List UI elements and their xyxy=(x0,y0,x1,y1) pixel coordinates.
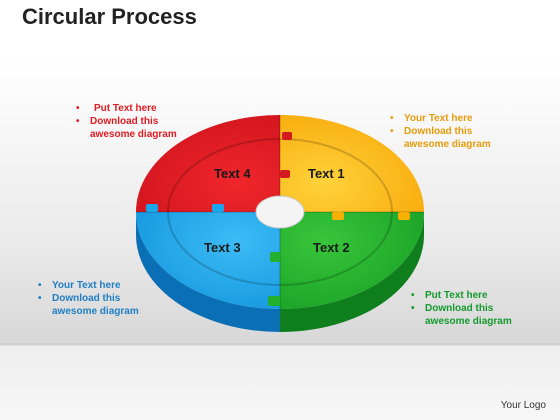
note-red: Put Text here Download this awesome diag… xyxy=(74,102,200,141)
segment-blue xyxy=(136,212,280,309)
note-orange: Your Text here Download this awesome dia… xyxy=(388,112,514,151)
puzzle-knob-bottom-1 xyxy=(270,252,280,262)
center-hole xyxy=(255,195,305,229)
segment-label-2: Text 2 xyxy=(313,240,350,255)
inner-ring xyxy=(167,138,393,286)
note-blue-item-2: Download this awesome diagram xyxy=(36,292,162,318)
note-blue: Your Text here Download this awesome dia… xyxy=(36,279,162,318)
segment-label-4: Text 4 xyxy=(214,166,251,181)
note-blue-item-1: Your Text here xyxy=(36,279,162,292)
logo-placeholder: Your Logo xyxy=(500,400,546,411)
note-green-item-2: Download this awesome diagram xyxy=(409,302,535,328)
slide-title: Circular Process xyxy=(22,4,197,29)
puzzle-knob-bottom-2 xyxy=(268,296,280,306)
segment-label-1: Text 1 xyxy=(308,166,345,181)
puzzle-knob-left-1 xyxy=(146,204,158,212)
puzzle-knob-top xyxy=(282,132,292,140)
note-green: Put Text here Download this awesome diag… xyxy=(409,289,535,328)
segment-green xyxy=(280,212,424,309)
segment-orange xyxy=(280,115,424,212)
puzzle-knob-left-2 xyxy=(212,204,224,212)
puzzle-knob-right-1 xyxy=(332,212,344,220)
segment-red xyxy=(136,115,280,212)
note-red-item-2: Download this awesome diagram xyxy=(74,115,200,141)
floor-divider xyxy=(0,343,560,345)
note-green-item-1: Put Text here xyxy=(409,289,535,302)
puzzle-knob-right-2 xyxy=(398,212,410,220)
wall-blue xyxy=(136,212,280,332)
note-red-item-1: Put Text here xyxy=(74,102,200,115)
note-orange-item-1: Your Text here xyxy=(388,112,514,125)
segment-label-3: Text 3 xyxy=(204,240,241,255)
note-orange-item-2: Download this awesome diagram xyxy=(388,125,514,151)
puzzle-knob-mid-top xyxy=(280,170,290,178)
wall-green xyxy=(280,212,424,332)
